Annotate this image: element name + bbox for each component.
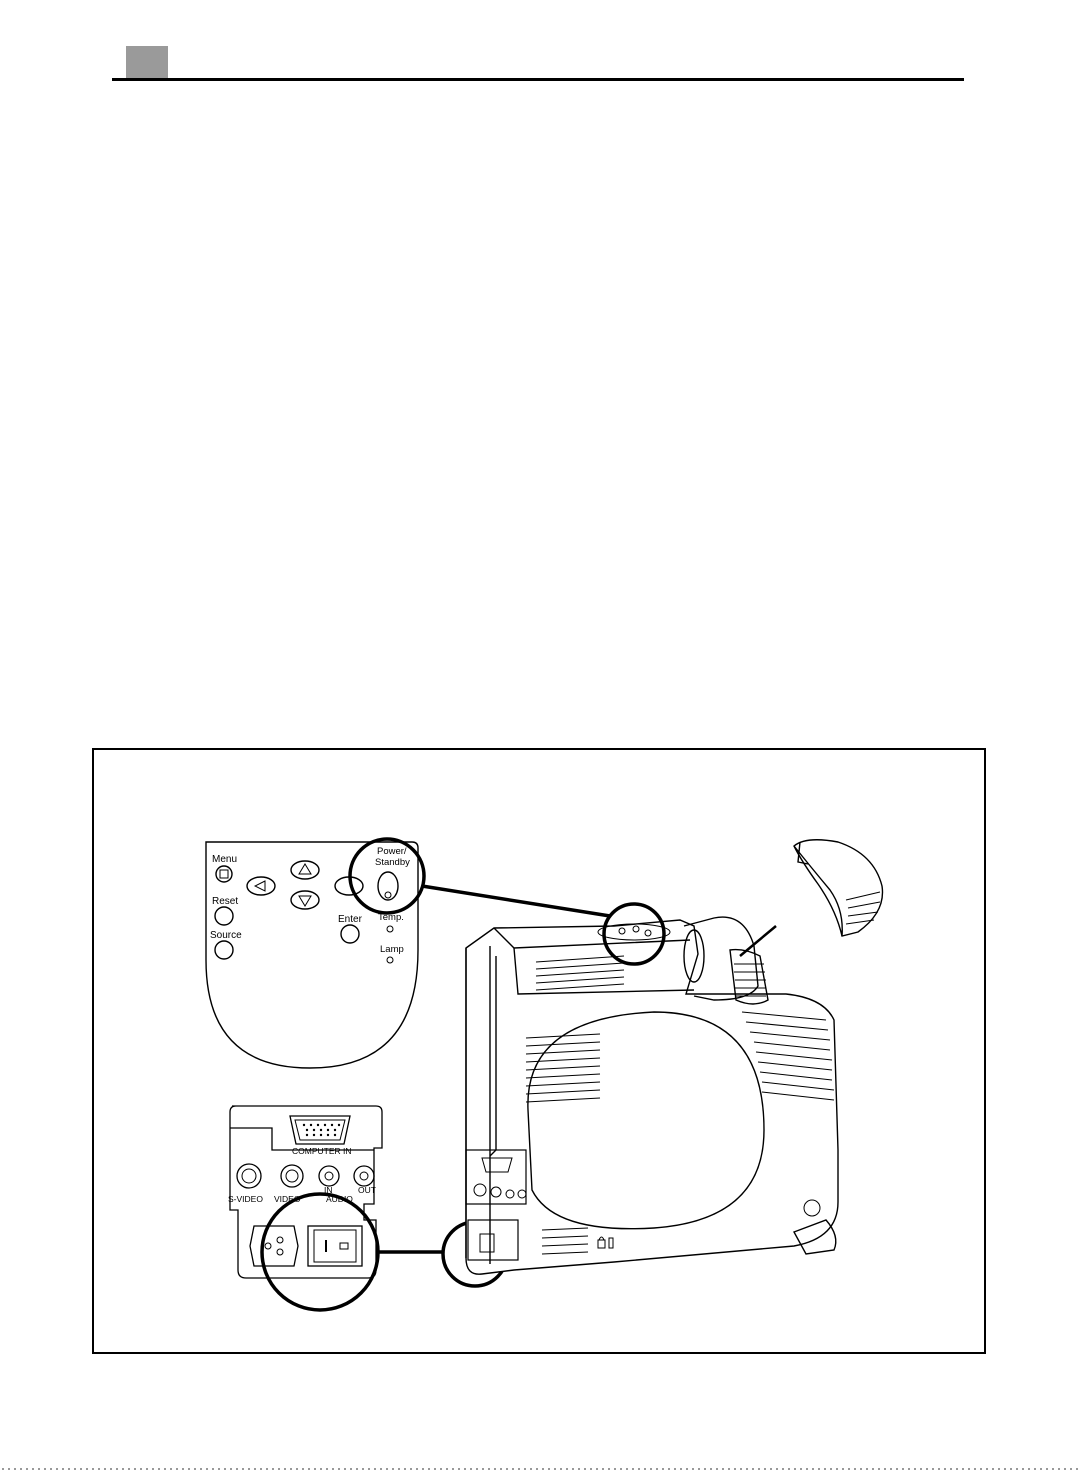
power-label-line2: Standby — [375, 857, 410, 868]
connector-panel-detail: COMPUTER IN S-VIDEO VIDEO IN AUDIO OUT — [228, 1106, 382, 1278]
power-callout-line — [422, 886, 610, 916]
reset-label: Reset — [212, 896, 238, 907]
lens-cap — [794, 840, 883, 936]
figure-frame: Menu Reset Source Power/ Standby Ent — [92, 748, 986, 1354]
menu-label: Menu — [212, 854, 237, 865]
page-tab-marker — [126, 46, 168, 80]
bottom-dotted-rule — [0, 1468, 1079, 1470]
computer-in-label: COMPUTER IN — [292, 1146, 352, 1156]
projector-illustration: Menu Reset Source Power/ Standby Ent — [94, 750, 984, 1352]
lens-cap-callout-line — [740, 926, 776, 956]
enter-label: Enter — [338, 914, 363, 925]
power-label-line1: Power/ — [377, 846, 407, 857]
lamp-label: Lamp — [380, 944, 404, 955]
s-video-label: S-VIDEO — [228, 1194, 263, 1204]
projector-body — [466, 917, 838, 1274]
control-panel-detail: Menu Reset Source Power/ Standby Ent — [206, 842, 418, 1068]
audio-out-label: OUT — [358, 1185, 376, 1195]
source-label: Source — [210, 930, 242, 941]
header-rule — [112, 78, 964, 81]
